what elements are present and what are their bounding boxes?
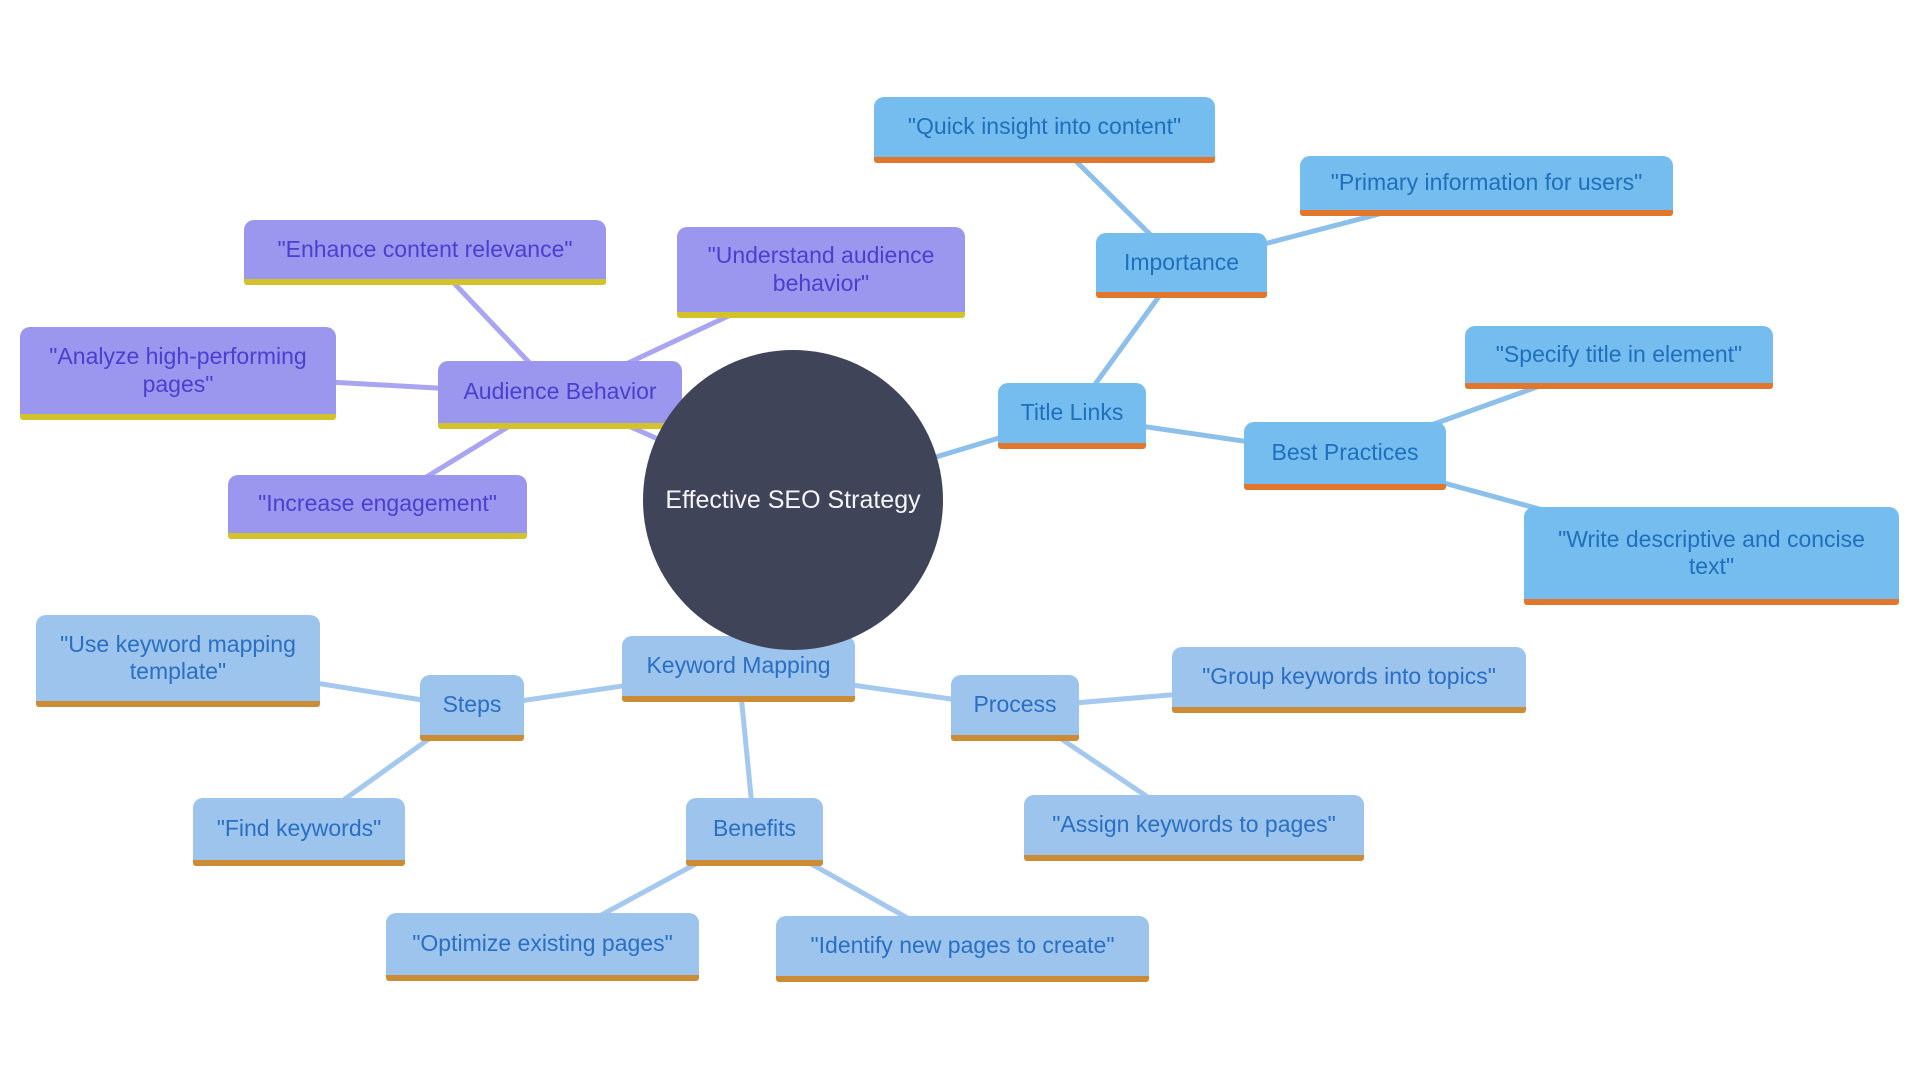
node-label: "Write descriptive and concise text" [1558,525,1865,579]
node-label: "Primary information for users" [1330,169,1643,196]
node-label: "Specify title in element" [1495,340,1743,367]
node-process[interactable]: Process [951,675,1079,741]
node-label: "Increase engagement" [258,490,497,517]
node-label: "Group keywords into topics" [1202,663,1496,690]
node-specify-title[interactable]: "Specify title in element" [1465,326,1773,389]
node-steps[interactable]: Steps [420,675,524,741]
node-keyword-mapping[interactable]: Keyword Mapping [622,636,855,702]
node-label: "Use keyword mapping template" [60,630,296,684]
node-label: Audience Behavior [463,378,657,405]
node-importance[interactable]: Importance [1096,233,1267,298]
node-primary-info[interactable]: "Primary information for users" [1300,156,1673,216]
node-quick-insight[interactable]: "Quick insight into content" [874,97,1215,163]
node-label: "Understand audience behavior" [707,242,935,296]
central-topic-label: Effective SEO Strategy [665,485,921,514]
node-label: Best Practices [1271,439,1419,466]
node-write-descriptive[interactable]: "Write descriptive and concise text" [1524,507,1899,605]
node-label: "Enhance content relevance" [277,235,573,262]
node-label: Benefits [712,815,797,842]
node-assign-keywords[interactable]: "Assign keywords to pages" [1024,795,1364,861]
node-enhance-content[interactable]: "Enhance content relevance" [244,220,606,285]
node-label: "Optimize existing pages" [412,930,673,957]
node-label: Title Links [1020,399,1124,426]
node-analyze-pages[interactable]: "Analyze high-performing pages" [20,327,336,420]
node-increase-engagement[interactable]: "Increase engagement" [228,475,527,539]
node-best-practices[interactable]: Best Practices [1244,422,1446,490]
node-optimize-pages[interactable]: "Optimize existing pages" [386,913,699,981]
central-topic-node[interactable]: Effective SEO Strategy [643,350,943,650]
node-title-links[interactable]: Title Links [998,383,1146,449]
node-label: "Identify new pages to create" [810,932,1115,959]
node-understand-audience[interactable]: "Understand audience behavior" [677,227,965,318]
node-group-keywords[interactable]: "Group keywords into topics" [1172,647,1526,713]
node-find-keywords[interactable]: "Find keywords" [193,798,405,866]
node-label: Steps [442,691,502,718]
node-use-template[interactable]: "Use keyword mapping template" [36,615,320,707]
node-label: Importance [1123,248,1240,275]
node-benefits[interactable]: Benefits [686,798,823,866]
node-audience-behavior[interactable]: Audience Behavior [438,361,682,429]
node-label: Process [973,691,1057,718]
node-label: "Quick insight into content" [907,113,1182,140]
node-label: "Find keywords" [216,815,382,842]
node-identify-pages[interactable]: "Identify new pages to create" [776,916,1149,982]
node-label: "Analyze high-performing pages" [49,343,307,397]
node-label: Keyword Mapping [646,652,831,679]
node-label: "Assign keywords to pages" [1052,811,1336,838]
